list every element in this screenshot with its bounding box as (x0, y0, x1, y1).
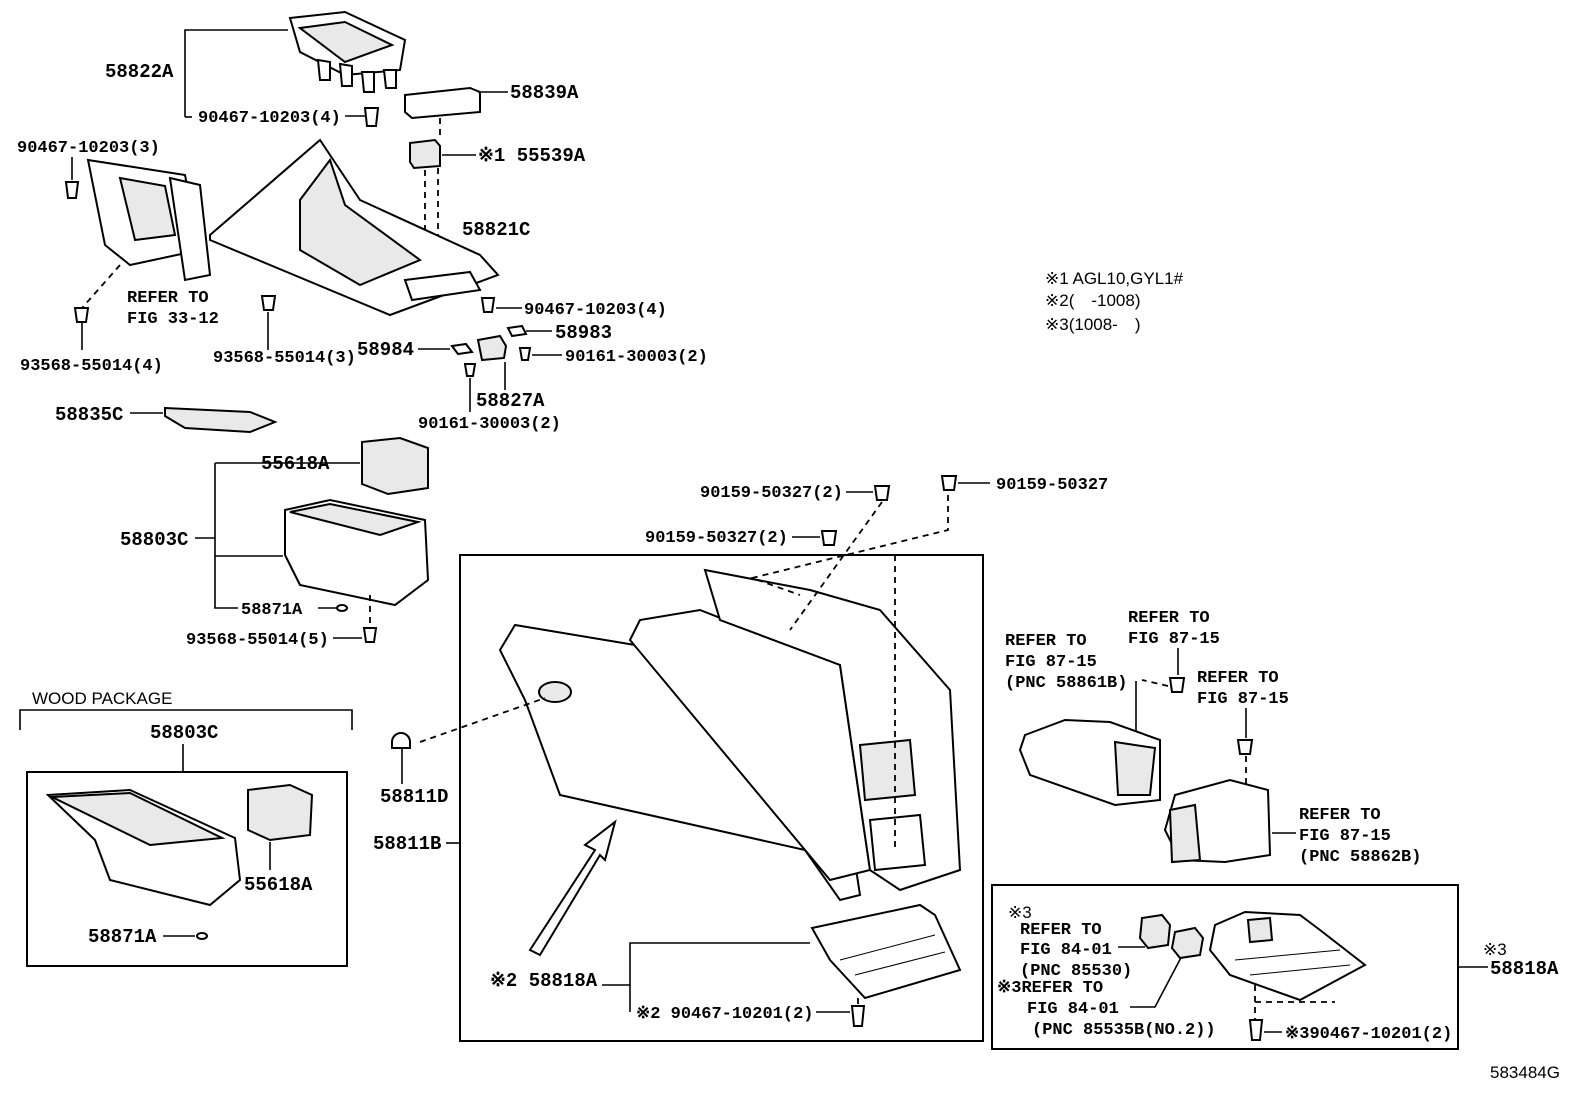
label-58811B: 58811B (373, 833, 441, 855)
label-refer-84-01-b3: (PNC 85535B(NO.2)) (1032, 1021, 1216, 1040)
part-58984-drawing (450, 342, 474, 356)
label-58811D: 58811D (380, 786, 448, 808)
label-90161-30003-2a: 90161-30003(2) (565, 348, 708, 367)
label-90467-10203-4a: 90467-10203(4) (198, 109, 341, 128)
label-90467-10201-3: ※390467-10201(2) (1285, 1025, 1452, 1044)
part-58839A-drawing (404, 86, 481, 120)
label-refer-87-15-d3: (PNC 58862B) (1299, 848, 1421, 867)
label-refer-87-15-c2: FIG 87-15 (1197, 690, 1289, 709)
part-58835C-drawing (164, 406, 278, 434)
label-93568-55014-3: 93568-55014(3) (213, 349, 356, 368)
label-90159-50327: 90159-50327 (996, 476, 1108, 495)
label-58835C: 58835C (55, 404, 123, 426)
part-58827A-drawing (476, 334, 508, 362)
note-3: ※3(1008- ) (1045, 315, 1141, 334)
label-refer-33-12-b: FIG 33-12 (127, 310, 219, 329)
label-93568-55014-4: 93568-55014(4) (20, 357, 163, 376)
label-90161-30003-2b: 90161-30003(2) (418, 415, 561, 434)
clip-icon (64, 181, 80, 199)
label-58818A-3: 58818A (1490, 958, 1559, 980)
note-2: ※2( -1008) (1045, 291, 1141, 310)
label-refer-84-01-b1: ※3REFER TO (997, 979, 1103, 998)
plug-icon (336, 604, 348, 612)
clip-icon (391, 732, 411, 749)
label-refer-84-01-a3: (PNC 85530) (1020, 962, 1132, 981)
label-wood-package: WOOD PACKAGE (32, 689, 172, 708)
label-58827A: 58827A (476, 390, 545, 412)
label-58983: 58983 (555, 322, 612, 344)
socket-85530-drawing (1138, 913, 1172, 950)
label-refer-87-15-d2: FIG 87-15 (1299, 827, 1391, 846)
label-90467-10201-2: ※2 90467-10201(2) (636, 1005, 813, 1024)
screw-icon (820, 530, 838, 546)
part-58822A-drawing (288, 10, 407, 93)
bolt-icon (73, 307, 90, 323)
label-refer-33-12-a: REFER TO (127, 289, 209, 308)
bolt-icon (463, 363, 477, 377)
label-58871A: 58871A (241, 601, 303, 620)
socket-85535B-drawing (1170, 926, 1205, 960)
part-55618A-wood-drawing (247, 783, 314, 842)
part-55618A-drawing (361, 436, 429, 496)
label-90159-50327-2a: 90159-50327(2) (700, 484, 843, 503)
label-58821C: 58821C (462, 219, 530, 241)
label-58984: 58984 (357, 339, 414, 361)
label-refer-87-15-a3: (PNC 58861B) (1005, 674, 1127, 693)
label-refer-87-15-c1: REFER TO (1197, 669, 1279, 688)
clip-icon (480, 297, 496, 313)
screw-icon (940, 475, 958, 491)
part-58821C-drawing (209, 138, 500, 317)
part-58983-drawing (506, 324, 528, 338)
lower-panel-box (459, 554, 984, 1042)
label-refer-84-01-b2: FIG 84-01 (1027, 1000, 1119, 1019)
label-58822A: 58822A (105, 61, 174, 83)
label-refer-87-15-d1: REFER TO (1299, 806, 1381, 825)
screw-icon (873, 485, 891, 501)
screw-icon (1236, 739, 1254, 755)
label-90467-10203-3: 90467-10203(3) (17, 139, 160, 158)
bolt-icon (518, 347, 532, 361)
note-1: ※1 AGL10,GYL1# (1045, 269, 1184, 288)
part-58803C-wood-drawing (45, 788, 242, 907)
label-58803C: 58803C (120, 529, 188, 551)
shift-bracket-drawing (86, 158, 212, 282)
label-mark3-b: ※3 (1483, 940, 1507, 959)
screw-icon (1168, 677, 1186, 693)
label-55618A: 55618A (261, 453, 330, 475)
label-refer-87-15-a1: REFER TO (1005, 632, 1087, 651)
duct-58861B-drawing (1018, 718, 1161, 807)
clip-icon (363, 107, 380, 127)
label-55539A: ※1 55539A (478, 145, 586, 167)
duct-58862B-drawing (1163, 778, 1272, 864)
wood-package-box (26, 771, 348, 967)
arrow-icon (528, 819, 617, 957)
label-refer-84-01-a1: REFER TO (1020, 921, 1102, 940)
clip-icon (850, 1005, 866, 1027)
part-58818A-drawing (810, 903, 962, 1000)
part-58803C-drawing (284, 498, 430, 607)
part-55539A-drawing (409, 138, 441, 170)
label-58803C-wood: 58803C (150, 722, 218, 744)
label-58839A: 58839A (510, 82, 579, 104)
label-90467-10203-4b: 90467-10203(4) (524, 301, 667, 320)
label-mark3-a: ※3 (1008, 903, 1032, 922)
clip-icon (1248, 1019, 1264, 1041)
label-58871A-wood: 58871A (88, 926, 157, 948)
label-93568-55014-5: 93568-55014(5) (186, 631, 329, 650)
part-58811B-drawing (498, 568, 962, 902)
label-55618A-wood: 55618A (244, 874, 313, 896)
label-58818A-2: ※2 58818A (490, 970, 598, 992)
label-refer-87-15-a2: FIG 87-15 (1005, 653, 1097, 672)
part-58818A-option-drawing (1208, 910, 1367, 1002)
bolt-icon (362, 627, 378, 643)
label-refer-87-15-b1: REFER TO (1128, 609, 1210, 628)
bolt-icon (260, 295, 277, 311)
plug-icon (196, 932, 208, 940)
label-refer-87-15-b2: FIG 87-15 (1128, 630, 1220, 649)
figure-code: 583484G (1490, 1063, 1560, 1082)
label-90159-50327-2b: 90159-50327(2) (645, 529, 788, 548)
label-refer-84-01-a2: FIG 84-01 (1020, 941, 1112, 960)
